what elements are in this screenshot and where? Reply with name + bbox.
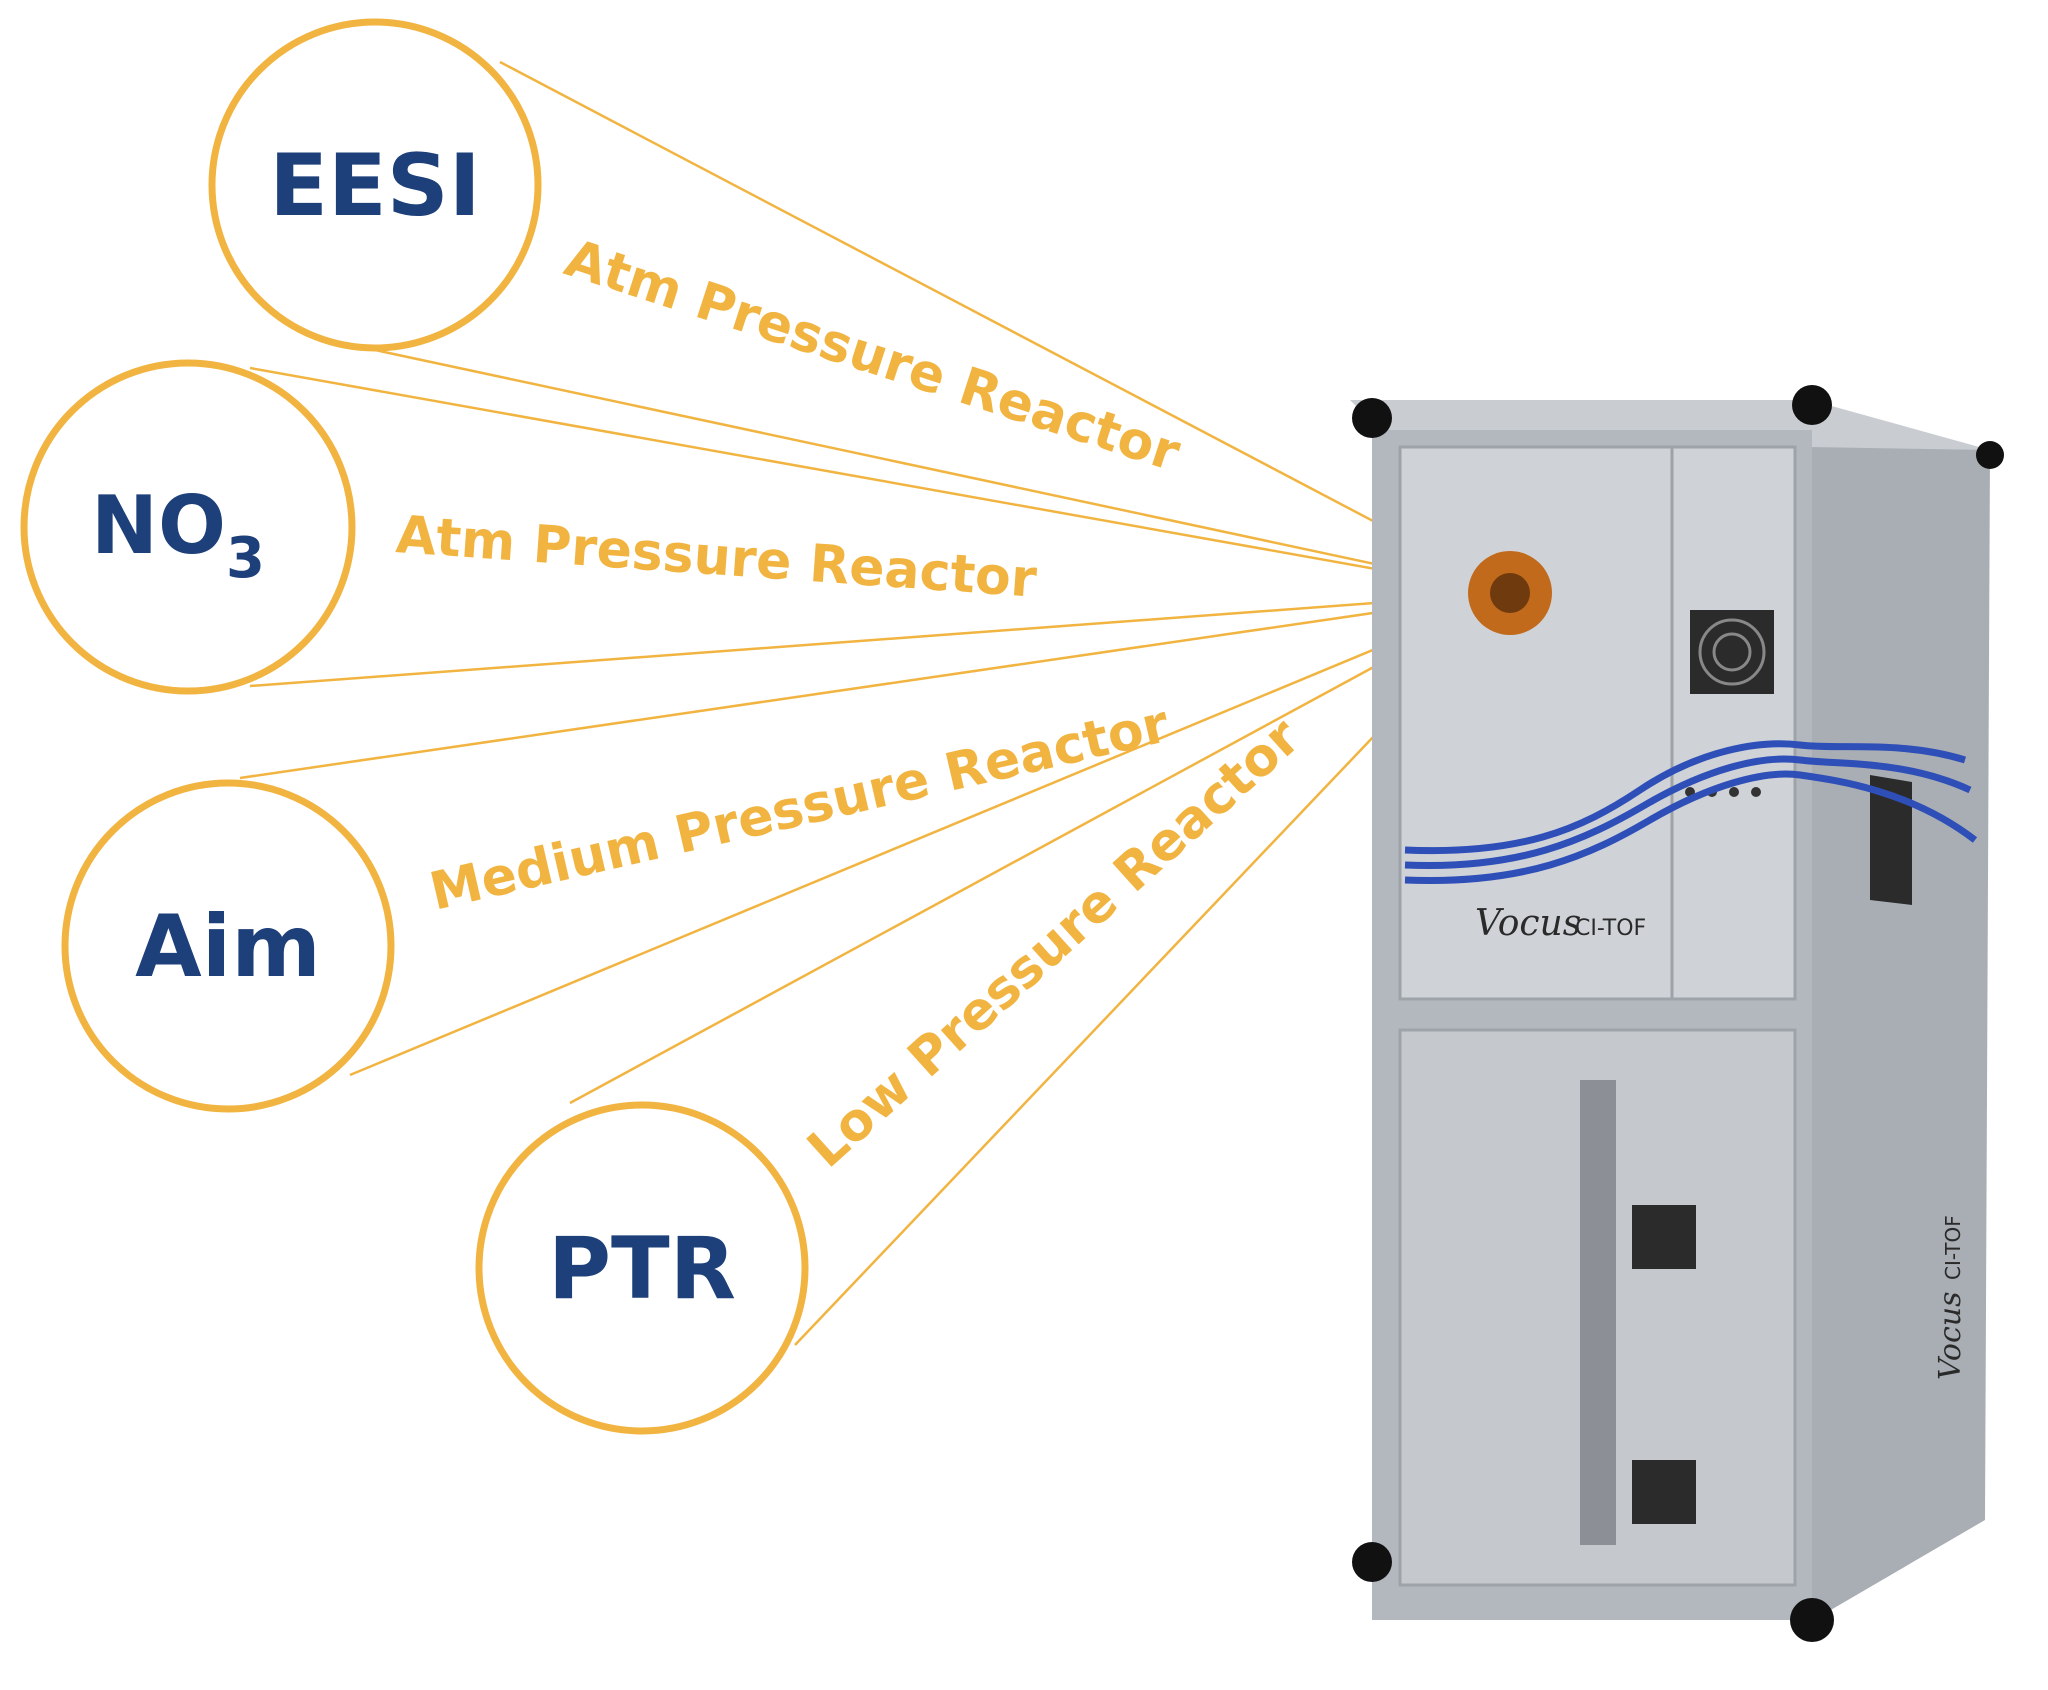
indicator-dot: [1729, 787, 1739, 797]
cabinet-side: [1800, 420, 1990, 1625]
bubble-aim: Aim: [61, 779, 395, 1113]
connector-no3-top: [249, 366, 1511, 595]
blue-cable: [1404, 770, 1978, 885]
power-switch-icon: [1632, 1205, 1696, 1269]
bubble-eesi: EESI: [208, 18, 542, 352]
subscript-3: 3: [226, 526, 265, 591]
connector-aim-top: [239, 591, 1511, 780]
bubble-circle: [61, 779, 395, 1113]
indicator-dot: [1751, 787, 1761, 797]
model-label: CI-TOF: [1575, 916, 1646, 941]
connector-aim-bottom: [349, 591, 1511, 1077]
bubble-circle: [475, 1101, 809, 1435]
reactor-label-eesi: Atm Pressure Reactor: [558, 228, 1187, 483]
fan-grille: [1698, 618, 1766, 686]
side-brand-script: Vocus: [1933, 1292, 1968, 1381]
connector-ptr-top: [569, 591, 1511, 1105]
bubble-circle: [20, 359, 356, 695]
reactor-label-no3: Atm Pressure Reactor: [394, 505, 1039, 610]
side-vent-panel: [1870, 775, 1912, 905]
bubble-label: EESI: [269, 136, 480, 236]
vent-strip: [1580, 1080, 1616, 1545]
connector-eesi-top: [499, 60, 1511, 595]
bubble-label: Aim: [135, 897, 321, 997]
fan-icon: [1690, 610, 1774, 694]
connector-lines: [239, 60, 1511, 1346]
corner-cap: [1792, 385, 1832, 425]
blue-cable: [1404, 740, 1967, 855]
corner-cap: [1352, 1542, 1392, 1582]
bubble-no3: NO3: [20, 359, 356, 695]
bubble-circle: [208, 18, 542, 352]
bubble-ptr: PTR: [475, 1101, 809, 1435]
connector-eesi-bottom: [374, 348, 1511, 595]
connector-no3-bottom: [249, 591, 1511, 688]
upper-panel: [1398, 445, 1797, 1001]
side-model-label: CI-TOF: [1941, 1215, 1965, 1280]
brand-script: Vocus: [1475, 903, 1581, 944]
corner-cap: [1790, 1598, 1834, 1642]
fan-grille-inner: [1712, 632, 1752, 672]
inlet-port-inner: [1490, 573, 1530, 613]
blue-cable: [1404, 755, 1972, 870]
bubble-label: PTR: [548, 1219, 736, 1319]
instrument-cabinet: Vocus CI-TOF Vocus CI-TOF: [1350, 385, 2004, 1642]
corner-cap: [1352, 398, 1392, 438]
bubble-label: NO3: [91, 479, 265, 591]
corner-cap: [1976, 441, 2004, 469]
power-switch-icon: [1632, 1460, 1696, 1524]
